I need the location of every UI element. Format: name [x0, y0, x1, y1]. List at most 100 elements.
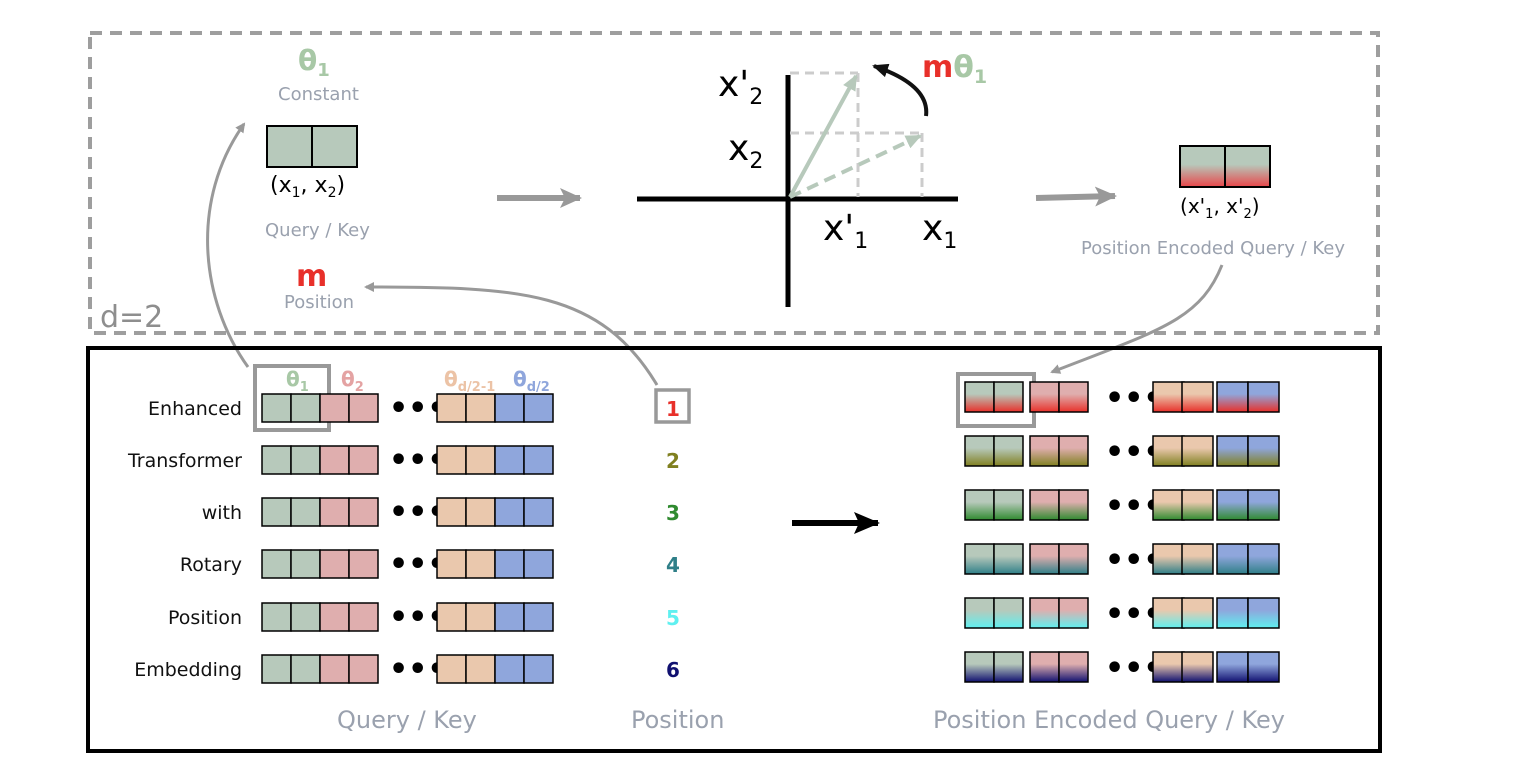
- encoded-cell: [964, 597, 995, 629]
- encoded-cell: [1058, 381, 1089, 413]
- token-row: Position•••5•••: [168, 597, 1280, 635]
- encoded-cell: [993, 489, 1024, 521]
- encoded-cell: [1029, 381, 1060, 413]
- query-cell: [348, 602, 379, 632]
- query-cell: [290, 445, 321, 475]
- encoded-cell: [1152, 651, 1185, 683]
- position-number: 3: [666, 501, 680, 525]
- position-number: 4: [666, 553, 680, 577]
- encoded-cell: [1216, 651, 1249, 683]
- token-word: with: [202, 502, 242, 524]
- query-cell: [494, 393, 525, 423]
- encoded-caption-top: Position Encoded Query / Key: [1081, 238, 1345, 259]
- query-cell: [261, 497, 292, 527]
- query-cell: [523, 654, 554, 684]
- encoded-cell: [1247, 597, 1280, 629]
- query-cell: [319, 445, 350, 475]
- axis-label-x2-prime: x'2: [718, 64, 763, 110]
- query-cell: [319, 654, 350, 684]
- encoded-cell: [1029, 435, 1060, 467]
- axis-label-x1: x1: [922, 208, 957, 254]
- input-vector: [266, 125, 358, 168]
- position-caption-bottom: Position: [631, 706, 724, 734]
- query-cell: [436, 549, 467, 579]
- query-cell: [465, 497, 496, 527]
- position-highlight: [654, 388, 691, 424]
- encoded-cell: [1181, 489, 1214, 521]
- encoded-cell: [1181, 651, 1214, 683]
- position-number: 6: [666, 658, 680, 682]
- encoded-cell: [1247, 651, 1280, 683]
- encoded-cell: [1247, 435, 1280, 467]
- encoded-cell: [1152, 489, 1185, 521]
- encoded-cell: [993, 651, 1024, 683]
- query-cell: [290, 602, 321, 632]
- encoded-cell: [1152, 597, 1185, 629]
- query-cell: [494, 549, 525, 579]
- query-cell: [523, 602, 554, 632]
- token-row: Transformer•••2•••: [127, 435, 1280, 478]
- encoded-cell: [1247, 381, 1280, 413]
- query-cell: [436, 654, 467, 684]
- position-number: 2: [666, 449, 680, 473]
- query-cell: [290, 497, 321, 527]
- query-cell: [348, 549, 379, 579]
- query-cell: [319, 549, 350, 579]
- token-word: Rotary: [180, 554, 242, 576]
- position-number: 1: [666, 397, 680, 421]
- encoded-cell: [1029, 489, 1060, 521]
- query-key-caption-top: Query / Key: [265, 220, 370, 241]
- query-cell: [290, 654, 321, 684]
- theta-header-2: θ2: [341, 367, 364, 395]
- query-cell: [465, 654, 496, 684]
- query-cell: [465, 393, 496, 423]
- encoded-cell: [1058, 651, 1089, 683]
- encoded-cell: [964, 381, 995, 413]
- encoded-cell: [1181, 435, 1214, 467]
- query-cell: [319, 393, 350, 423]
- encoded-cell: [1247, 489, 1280, 521]
- encoded-cell: [964, 489, 995, 521]
- query-cell: [261, 654, 292, 684]
- position-caption-top: Position: [284, 292, 354, 313]
- query-cell: [494, 602, 525, 632]
- token-word: Position: [168, 607, 242, 629]
- token-row: Embedding•••6•••: [134, 651, 1280, 687]
- encoded-cell: [993, 381, 1024, 413]
- query-cell: [348, 497, 379, 527]
- arrow-theta-up: [206, 122, 250, 368]
- encoded-cell: [964, 435, 995, 467]
- query-cell: [436, 393, 467, 423]
- query-cell: [523, 393, 554, 423]
- encoded-cell: [1058, 489, 1089, 521]
- encoded-cell: [964, 651, 995, 683]
- query-cell: [348, 654, 379, 684]
- encoded-vector-label: (x'1, x'2): [1180, 194, 1260, 222]
- position-number: 5: [666, 606, 680, 630]
- theta-header-4: θd/2: [513, 367, 550, 395]
- query-cell: [436, 602, 467, 632]
- token-rows: Enhanced•••1•••Transformer•••2•••with•••…: [127, 381, 1280, 687]
- encoded-cell: [1181, 381, 1214, 413]
- bottom-box: [86, 346, 1382, 753]
- rotated-vector: [788, 74, 858, 198]
- query-cell: [261, 393, 292, 423]
- encoded-cell: [1029, 597, 1060, 629]
- encoded-cell: [1152, 543, 1185, 575]
- query-cell: [261, 445, 292, 475]
- query-cell: [319, 602, 350, 632]
- encoded-cell: [1029, 543, 1060, 575]
- input-vector-label: (x1, x2): [270, 173, 345, 201]
- query-cell: [465, 602, 496, 632]
- token-row: Enhanced•••1•••: [148, 381, 1280, 426]
- encoded-caption-bottom: Position Encoded Query / Key: [933, 706, 1285, 734]
- theta-constant-label: θ1: [298, 44, 330, 81]
- rotation-plot: [637, 63, 958, 307]
- encoded-cell: [1152, 435, 1185, 467]
- encoded-cell: [1216, 381, 1249, 413]
- query-cell: [494, 445, 525, 475]
- encoded-cell: [993, 435, 1024, 467]
- theta-header-3: θd/2-1: [444, 367, 495, 395]
- encoded-cell: [1216, 489, 1249, 521]
